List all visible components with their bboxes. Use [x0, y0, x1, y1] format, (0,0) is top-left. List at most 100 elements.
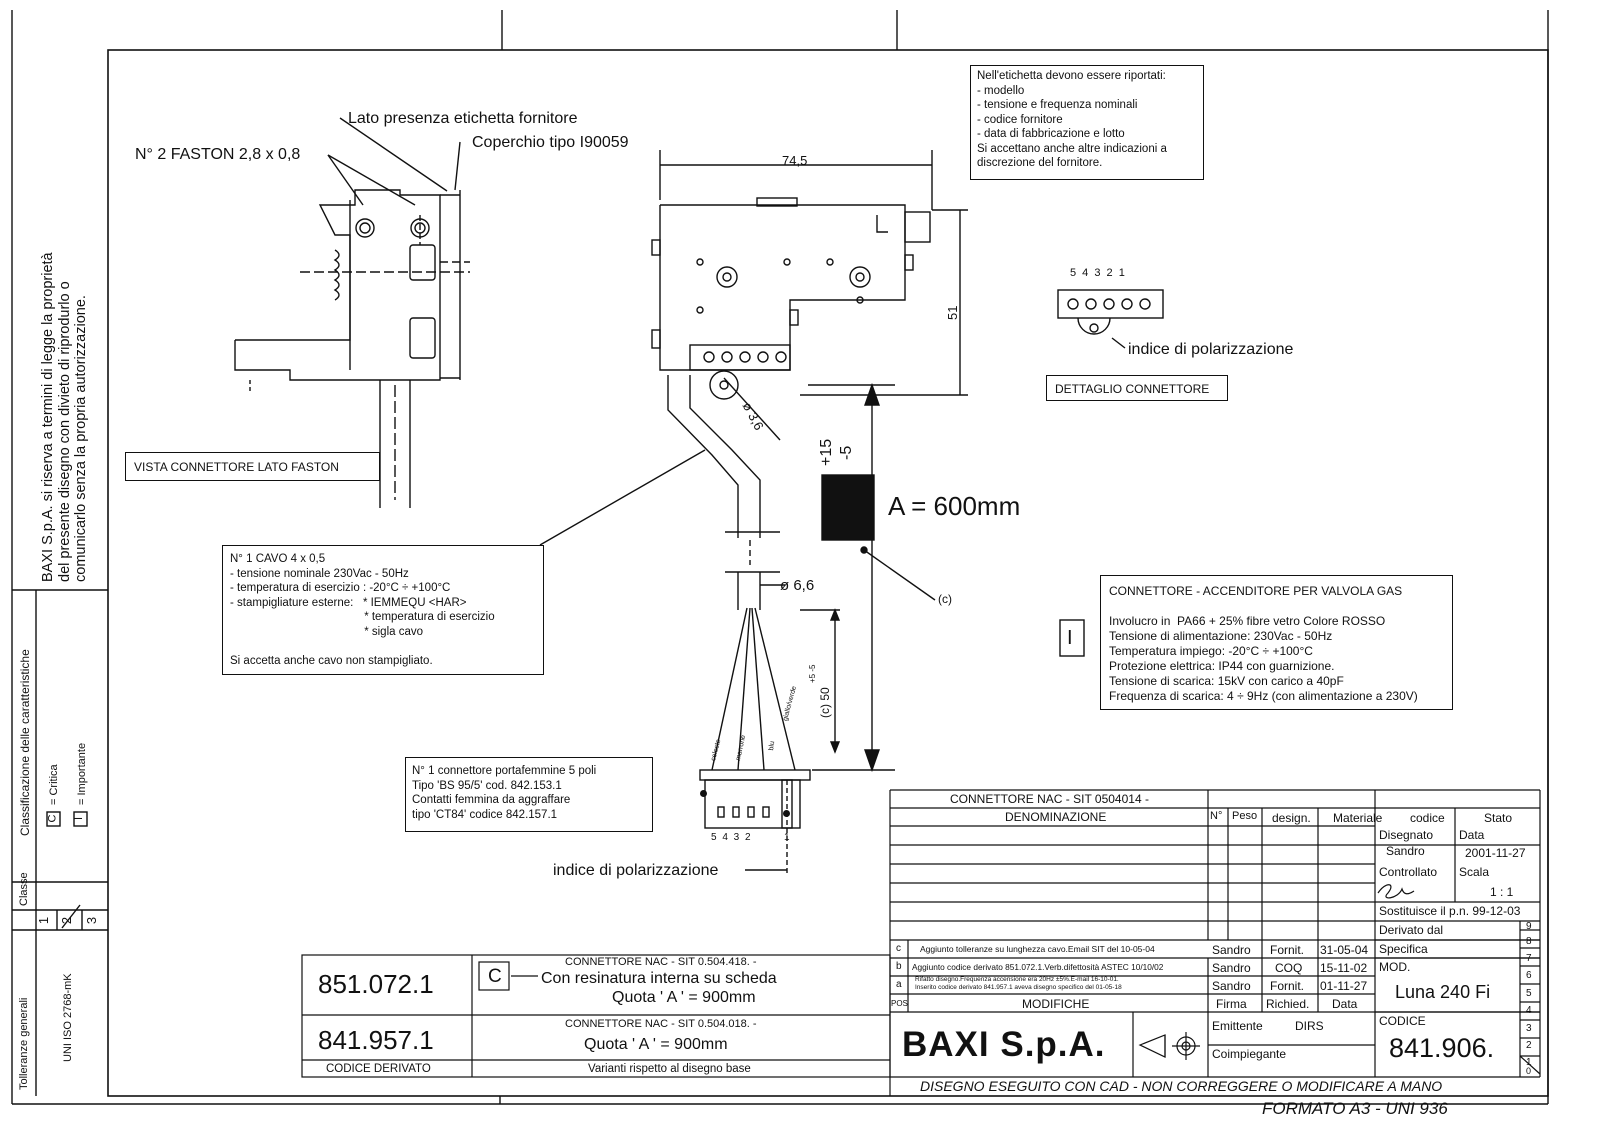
connector-detail-drawing: [1057, 289, 1164, 349]
tol-minus: -5: [838, 445, 855, 460]
spec-text: CONNETTORE - ACCENDITORE PER VALVOLA GAS…: [1109, 584, 1418, 703]
classe-num-1: 1: [36, 916, 52, 925]
tb-h-data: Data: [1332, 997, 1358, 1011]
mod-c-firma: Sandro: [1212, 943, 1251, 957]
dim-height: 51: [945, 305, 960, 320]
classe-num-2: 2: [59, 916, 75, 925]
cable-spec-text: N° 1 CAVO 4 x 0,5 - tensione nominale 23…: [230, 553, 495, 667]
polar-dot-left: [700, 790, 707, 797]
mod-c-rich: Fornit.: [1270, 943, 1305, 957]
mod-a-pos: a: [896, 979, 902, 990]
label-coperchio: Coperchio tipo I90059: [472, 134, 629, 151]
tb-codice-label: CODICE: [1379, 1014, 1426, 1028]
tb-h-codice: codice: [1410, 811, 1445, 825]
legend-importante: = Importante: [76, 742, 88, 805]
rights-notice: BAXI S.p.A. si riserva a termini di legg…: [40, 252, 89, 582]
derived-1-line2: Con resinatura interna su scheda: [541, 970, 777, 987]
cad-note: DISEGNO ESEGUITO CON CAD - NON CORREGGER…: [920, 1078, 1443, 1094]
dim-50: (c) 50: [818, 687, 832, 718]
tb-h-denominazione: DENOMINAZIONE: [1005, 810, 1107, 824]
rev-5: 5: [1526, 988, 1532, 999]
mod-b-pos: b: [896, 961, 902, 972]
classe-label: Classe: [18, 872, 30, 906]
rev-2: 2: [1526, 1040, 1532, 1051]
formato-label: FORMATO A3 - UNI 936: [1262, 1099, 1448, 1118]
derived-col-varianti: Varianti rispetto al disegno base: [588, 1063, 751, 1075]
derived-2-line2: Quota ' A ' = 900mm: [584, 1036, 728, 1053]
polar-index-label-2: indice di polarizzazione: [553, 862, 719, 879]
dim-width: 74,5: [782, 153, 808, 168]
tb-disegnato-label: Disegnato: [1379, 828, 1434, 842]
legend-c-symbol: C: [46, 814, 59, 823]
spec-box: CONNETTORE - ACCENDITORE PER VALVOLA GAS…: [1100, 575, 1453, 710]
rev-7: 7: [1526, 953, 1532, 964]
tb-disegnato-value: Sandro: [1386, 844, 1425, 858]
female-connector-box: N° 1 connettore portafemmine 5 poli Tipo…: [405, 757, 653, 832]
legend-i-symbol: I: [73, 816, 86, 821]
legend-i-box: [73, 811, 88, 827]
mod-a-desc: Rifatto disegno.Frequenza accensione era…: [915, 976, 1122, 991]
cable-spec-box: N° 1 CAVO 4 x 0,5 - tensione nominale 23…: [222, 545, 544, 675]
tol-plus: +15: [818, 438, 835, 466]
polar-dot-right: [783, 810, 790, 817]
faston-view-box: VISTA CONNETTORE LATO FASTON: [125, 452, 380, 481]
pin-one-bottom: 1: [784, 832, 790, 843]
tb-h-materiale: Materiale: [1333, 811, 1383, 825]
derived-2-title: CONNETTORE NAC - SIT 0.504.018. -: [565, 1018, 757, 1030]
dim-diam-66: ø 6,6: [780, 577, 815, 594]
tb-h-modifiche: MODIFICHE: [1022, 997, 1090, 1011]
tb-mod-value: Luna 240 Fi: [1395, 982, 1491, 1002]
connector-detail-box: DETTAGLIO CONNETTORE: [1046, 375, 1228, 401]
title-block-grid: [301, 789, 1541, 1096]
label-lato-etichetta: Lato presenza etichetta fornitore: [348, 110, 578, 127]
derived-code-1: 851.072.1: [318, 969, 434, 999]
mod-a-data: 01-11-27: [1320, 979, 1368, 993]
derived-c-box: C: [488, 966, 502, 987]
mod-b-firma: Sandro: [1212, 961, 1251, 975]
female-connector-drawing: [699, 769, 811, 875]
legend-critica: = Critica: [48, 764, 60, 805]
tb-scala-value: 1 : 1: [1490, 885, 1514, 899]
tb-h-design: design.: [1272, 811, 1311, 825]
rev-3: 3: [1526, 1023, 1532, 1034]
connector-detail-label: DETTAGLIO CONNETTORE: [1055, 382, 1210, 396]
tb-emittente-label: Emittente: [1212, 1019, 1263, 1033]
tb-h-n: N°: [1210, 810, 1223, 822]
derived-1-line3: Quota ' A ' = 900mm: [612, 989, 756, 1006]
tol-standard: UNI ISO 2768-mK: [62, 973, 74, 1062]
c-mark: (c): [938, 592, 952, 606]
tol-title: Tolleranze generali: [18, 997, 30, 1090]
classe-slash: [61, 904, 81, 929]
wire-label-3: blu: [768, 740, 777, 751]
tb-h-peso: Peso: [1232, 810, 1258, 822]
rev-6: 6: [1526, 970, 1532, 981]
tb-name: CONNETTORE NAC - SIT 0504014 -: [950, 792, 1149, 806]
rev-1: 1: [1526, 1057, 1532, 1068]
pin-numbers-bottom: 5 4 3 2: [711, 832, 751, 843]
rev-9: 9: [1526, 921, 1532, 932]
tb-scala-label: Scala: [1459, 865, 1490, 879]
derived-col-codice: CODICE DERIVATO: [326, 1063, 431, 1075]
class-marker: I: [1067, 627, 1073, 649]
a-quota-label: A = 600mm: [888, 491, 1021, 521]
company-logo: BAXI S.p.A.: [902, 1025, 1106, 1064]
tb-h-richied: Richied.: [1266, 997, 1310, 1011]
cable-drawing: [539, 375, 796, 771]
faston-view-drawing: [234, 117, 470, 508]
polar-index-label-1: indice di polarizzazione: [1128, 341, 1294, 358]
tb-specifica: Specifica: [1379, 942, 1428, 956]
label-faston: N° 2 FASTON 2,8 x 0,8: [135, 146, 301, 163]
tb-emittente-value: DIRS: [1295, 1019, 1324, 1033]
pin-numbers-top: 5 4 3 2 1: [1070, 267, 1125, 279]
tb-mod-label: MOD.: [1379, 960, 1411, 974]
mod-a-firma: Sandro: [1212, 979, 1251, 993]
legend-c-box: [46, 811, 61, 827]
faston-view-label: VISTA CONNETTORE LATO FASTON: [134, 460, 339, 474]
class-i-marker-box: [1059, 619, 1085, 657]
tb-h-pos: POS: [891, 999, 908, 1008]
tb-sostituisce: Sostituisce il p.n. 99-12-03: [1379, 904, 1521, 918]
tb-h-firma: Firma: [1216, 997, 1247, 1011]
mod-c-pos: c: [896, 943, 901, 954]
female-connector-text: N° 1 connettore portafemmine 5 poli Tipo…: [412, 765, 597, 821]
mod-b-rich: COQ: [1275, 961, 1303, 975]
